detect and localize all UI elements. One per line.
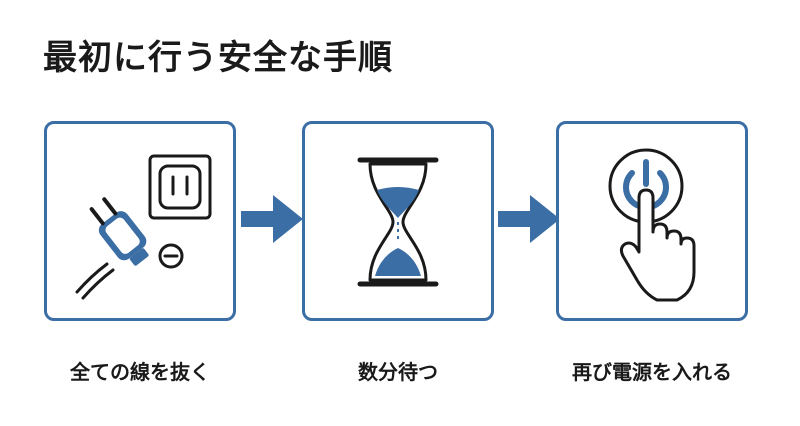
step-card-power-on bbox=[556, 121, 748, 321]
arrow-right-icon bbox=[241, 195, 303, 243]
step-label-power-on: 再び電源を入れる bbox=[572, 360, 732, 384]
unplug-icon bbox=[75, 154, 212, 300]
page-title: 最初に行う安全な手順 bbox=[43, 38, 393, 78]
power-button-press-icon bbox=[608, 148, 696, 302]
step-card-wait bbox=[302, 121, 494, 321]
arrow-right-icon bbox=[498, 195, 560, 243]
hourglass-icon bbox=[357, 157, 439, 287]
step-card-unplug bbox=[44, 121, 236, 321]
step-label-unplug: 全ての線を抜く bbox=[70, 360, 210, 384]
step-label-wait: 数分待つ bbox=[358, 360, 438, 384]
